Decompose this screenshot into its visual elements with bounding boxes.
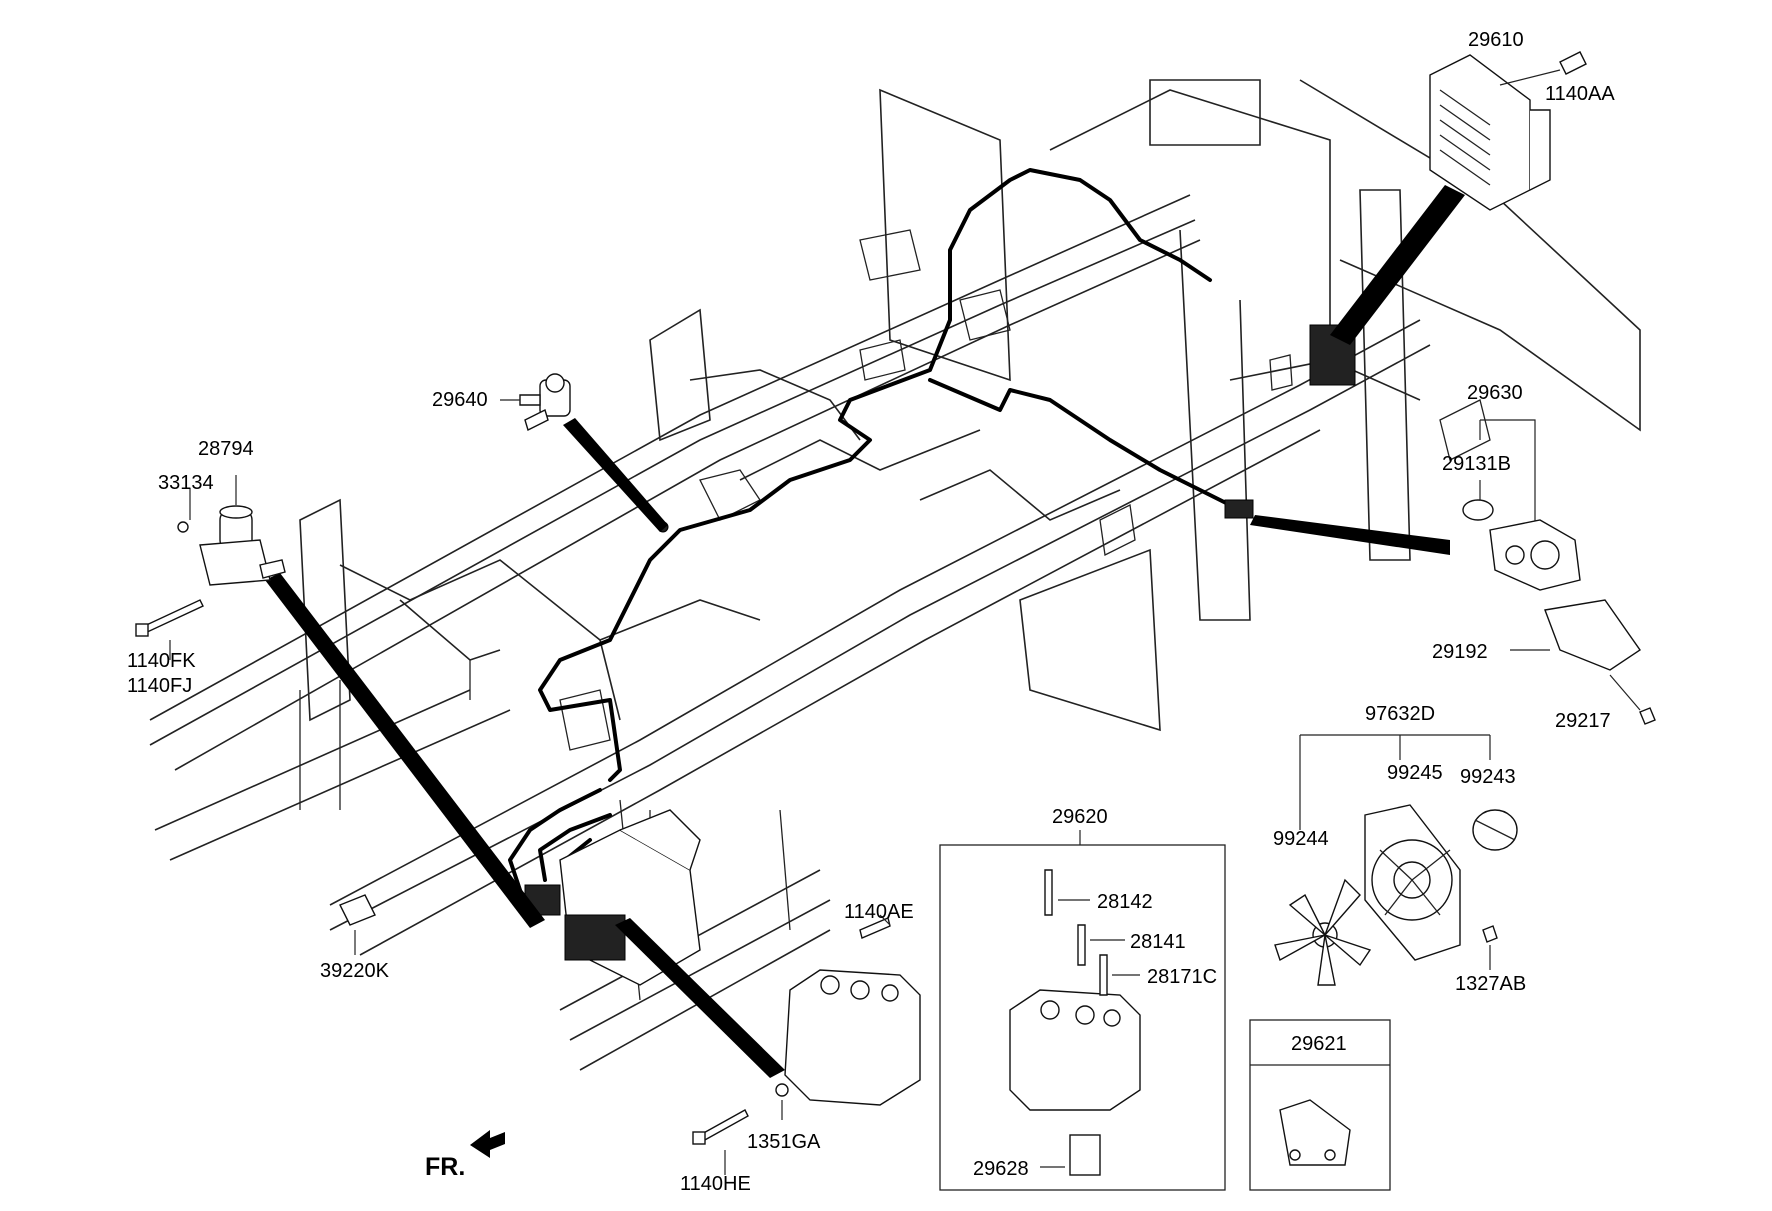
- label-29217: 29217: [1555, 710, 1611, 732]
- label-29610: 29610: [1468, 29, 1524, 51]
- hydraulic-unit-loose: [692, 914, 921, 1175]
- hydraulic-unit-installed: [524, 809, 701, 986]
- fan-blade: [1274, 878, 1372, 986]
- label-28141: 28141: [1130, 931, 1186, 953]
- ecu-module: [1429, 51, 1587, 211]
- label-1327AB: 1327AB: [1455, 973, 1526, 995]
- label-99245: 99245: [1387, 762, 1443, 784]
- label-1140AE: 1140AE: [844, 901, 914, 923]
- sensor-39220K: [339, 894, 376, 955]
- label-28142: 28142: [1097, 891, 1153, 913]
- label-39220K: 39220K: [320, 960, 390, 982]
- label-29640: 29640: [432, 389, 488, 411]
- label-fr: FR.: [425, 1153, 465, 1181]
- label-28171C: 28171C: [1147, 966, 1217, 988]
- label-29630: 29630: [1467, 382, 1523, 404]
- label-29628: 29628: [973, 1158, 1029, 1180]
- valve-assembly-29630: [1462, 419, 1656, 725]
- label-1140HE: 1140HE: [680, 1173, 751, 1195]
- label-1140FJ: 1140FJ: [127, 675, 192, 697]
- box-29620: [939, 830, 1226, 1191]
- label-1140FK: 1140FK: [127, 650, 196, 672]
- label-29192: 29192: [1432, 641, 1488, 663]
- label-99243: 99243: [1460, 766, 1516, 788]
- valve-29640: [500, 373, 571, 431]
- label-1140AA: 1140AA: [1545, 83, 1615, 105]
- vehicle-frame: [149, 79, 1641, 1071]
- label-1351GA: 1351GA: [747, 1131, 821, 1153]
- box-29621: [1249, 1019, 1391, 1191]
- label-28794: 28794: [198, 438, 254, 460]
- label-29621: 29621: [1291, 1033, 1347, 1055]
- fan-assembly: [1274, 734, 1518, 986]
- label-99244: 99244: [1273, 828, 1329, 850]
- pressure-valve-28794: [135, 475, 286, 660]
- label-29131B: 29131B: [1442, 453, 1511, 475]
- brake-lines: [508, 168, 1242, 892]
- label-97632D: 97632D: [1365, 703, 1435, 725]
- front-arrow: [470, 1130, 505, 1158]
- label-33134: 33134: [158, 472, 214, 494]
- label-29620: 29620: [1052, 806, 1108, 828]
- callout-wedges: [265, 185, 1465, 1078]
